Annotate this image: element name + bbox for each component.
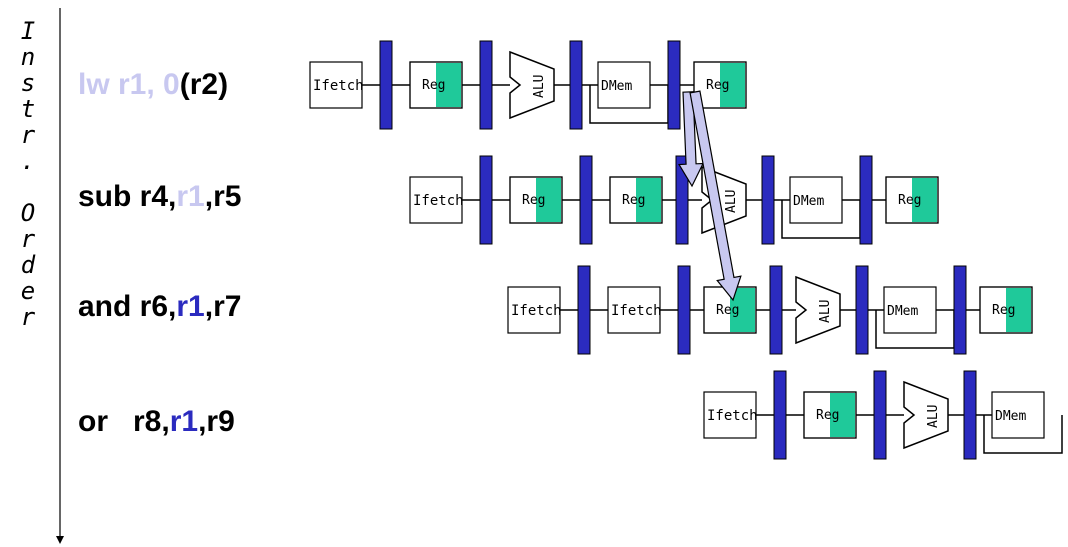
dmem-stage — [597, 61, 651, 109]
ifetch-stage — [309, 61, 363, 109]
dmem-label: DMem — [601, 79, 632, 94]
pipeline-register — [769, 265, 783, 355]
instruction-token: sub r4, — [78, 180, 177, 213]
reg-write-half — [1006, 288, 1031, 332]
forwarding-arrow-to-and — [689, 90, 742, 302]
reg-stage-border — [693, 61, 747, 109]
instruction-token: ,r9 — [198, 405, 235, 438]
axis-letter: I — [20, 17, 36, 45]
reg-write-half — [912, 178, 937, 222]
dmem-bypass-wire — [983, 415, 1063, 454]
instruction-token: r1 — [169, 405, 199, 438]
axis-letter: e — [20, 277, 36, 305]
alu-label: ALU — [926, 405, 941, 428]
instruction-token: or r8, — [78, 405, 170, 438]
ifetch-label: Ifetch — [611, 303, 662, 319]
reg-label: Reg — [422, 78, 445, 93]
reg-write-half — [636, 178, 661, 222]
axis-letter: t — [20, 95, 36, 123]
instruction-3: and r6,r1,r7 — [78, 290, 241, 324]
ifetch-label: Ifetch — [313, 78, 364, 94]
reg-write-half — [720, 63, 745, 107]
reg-label: Reg — [816, 408, 839, 423]
reg-label: Reg — [622, 193, 645, 208]
ifetch-label: Ifetch — [707, 408, 758, 424]
reg-write-half — [536, 178, 561, 222]
instruction-token: (r2) — [179, 68, 229, 101]
axis-letter: . — [20, 147, 36, 175]
pipeline-register — [677, 265, 691, 355]
reg-stage-border — [979, 286, 1033, 334]
dmem-label: DMem — [887, 304, 918, 319]
instruction-token: lw r1, 0 — [78, 68, 180, 101]
reg-label: Reg — [898, 193, 921, 208]
axis-letter: d — [20, 251, 36, 279]
pipeline-register — [569, 40, 583, 130]
axis-letter: n — [20, 43, 36, 71]
instruction-4: or r8,r1,r9 — [78, 405, 235, 439]
instruction-token: r1 — [176, 290, 205, 323]
alu-label: ALU — [532, 75, 547, 98]
axis-letter: r — [20, 303, 36, 331]
instruction-token: r1 — [176, 180, 205, 213]
alu-stage — [795, 275, 841, 345]
pipeline-register — [379, 40, 393, 130]
axis-letter: r — [20, 225, 36, 253]
dmem-label: DMem — [995, 409, 1026, 424]
ifetch-label: Ifetch — [413, 193, 464, 209]
axis-letter: s — [20, 69, 36, 97]
pipeline-register — [773, 370, 787, 460]
dmem-label: DMem — [793, 194, 824, 209]
reg-stage-border — [885, 176, 939, 224]
axis-letter: O — [20, 199, 36, 227]
reg-label: Reg — [716, 303, 739, 318]
instruction-token: ,r5 — [204, 180, 242, 213]
pipeline-register — [855, 265, 869, 355]
reg-label: Reg — [992, 303, 1015, 318]
pipeline-register — [963, 370, 977, 460]
axis-letter: r — [20, 121, 36, 149]
pipeline-register — [953, 265, 967, 355]
alu-label: ALU — [818, 300, 833, 323]
alu-stage — [903, 380, 949, 450]
pipeline-register — [579, 155, 593, 245]
reg-write-half — [436, 63, 461, 107]
pipeline-register — [859, 155, 873, 245]
instruction-token: ,r7 — [204, 290, 242, 323]
pipeline-register — [761, 155, 775, 245]
reg-label: Reg — [522, 193, 545, 208]
instruction-2: sub r4,r1,r5 — [78, 180, 241, 214]
pipeline-register — [667, 40, 681, 130]
alu-label: ALU — [724, 190, 739, 213]
pipeline-register — [577, 265, 591, 355]
pipeline-register — [479, 40, 493, 130]
axis-arrowhead — [56, 536, 64, 544]
ifetch-label: Ifetch — [511, 303, 562, 319]
dmem-stage — [991, 391, 1045, 439]
pipeline-register — [873, 370, 887, 460]
instruction-token: and r6, — [78, 290, 177, 323]
ifetch-stage — [607, 286, 661, 334]
alu-stage — [509, 50, 555, 120]
reg-label: Reg — [706, 78, 729, 93]
instruction-1: lw r1, 0(r2) — [78, 68, 228, 102]
reg-write-half — [830, 393, 855, 437]
pipeline-register — [479, 155, 493, 245]
ifetch-stage — [409, 176, 463, 224]
